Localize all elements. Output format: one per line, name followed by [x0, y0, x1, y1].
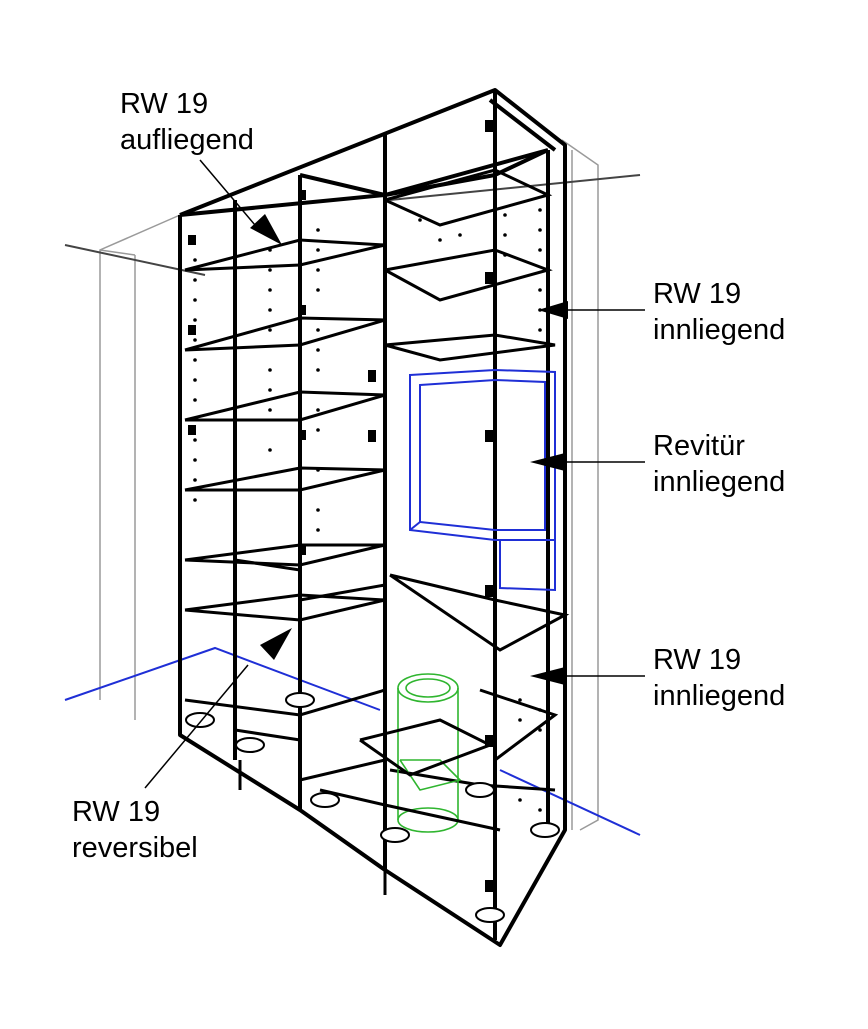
- arrow-right-upper: [538, 301, 568, 319]
- floor-line: [64, 646, 641, 836]
- label-rw19-aufliegend: RW 19 aufliegend: [120, 86, 254, 158]
- cabinet-frame: [178, 88, 567, 947]
- label-line: innliegend: [653, 466, 786, 498]
- label-line: RW 19: [653, 278, 742, 310]
- hinges: [188, 120, 493, 892]
- revision-door-niche: [409, 368, 556, 592]
- label-line: Revitür: [653, 430, 745, 462]
- label-line: innliegend: [653, 680, 786, 712]
- label-line: RW 19: [120, 88, 209, 120]
- label-line: aufliegend: [120, 124, 254, 156]
- lower-frame: [233, 558, 501, 895]
- arrow-right-lower: [530, 667, 565, 685]
- callout-arrows: [250, 214, 568, 685]
- label-rw19-innliegend-lower: RW 19 innliegend: [653, 642, 785, 714]
- label-rw19-reversibel: RW 19 reversibel: [72, 794, 198, 866]
- label-line: innliegend: [653, 314, 786, 346]
- shelves-left: [184, 238, 386, 717]
- label-revituer-innliegend: Revitür innliegend: [653, 428, 785, 500]
- arrow-right-middle: [530, 453, 565, 471]
- shelf-pin-rows: [193, 208, 542, 812]
- guide-line: [64, 174, 641, 276]
- adjustable-feet: [185, 692, 560, 923]
- label-line: reversibel: [72, 832, 198, 864]
- callout-leaders: [144, 159, 645, 789]
- shelves-right: [384, 168, 570, 792]
- toilet-cistern: [397, 673, 462, 833]
- label-line: RW 19: [72, 796, 161, 828]
- arrow-top: [250, 214, 282, 245]
- arrow-bottom-left: [260, 628, 292, 660]
- label-rw19-innliegend-upper: RW 19 innliegend: [653, 276, 785, 348]
- wall-outline: [99, 139, 599, 831]
- label-line: RW 19: [653, 644, 742, 676]
